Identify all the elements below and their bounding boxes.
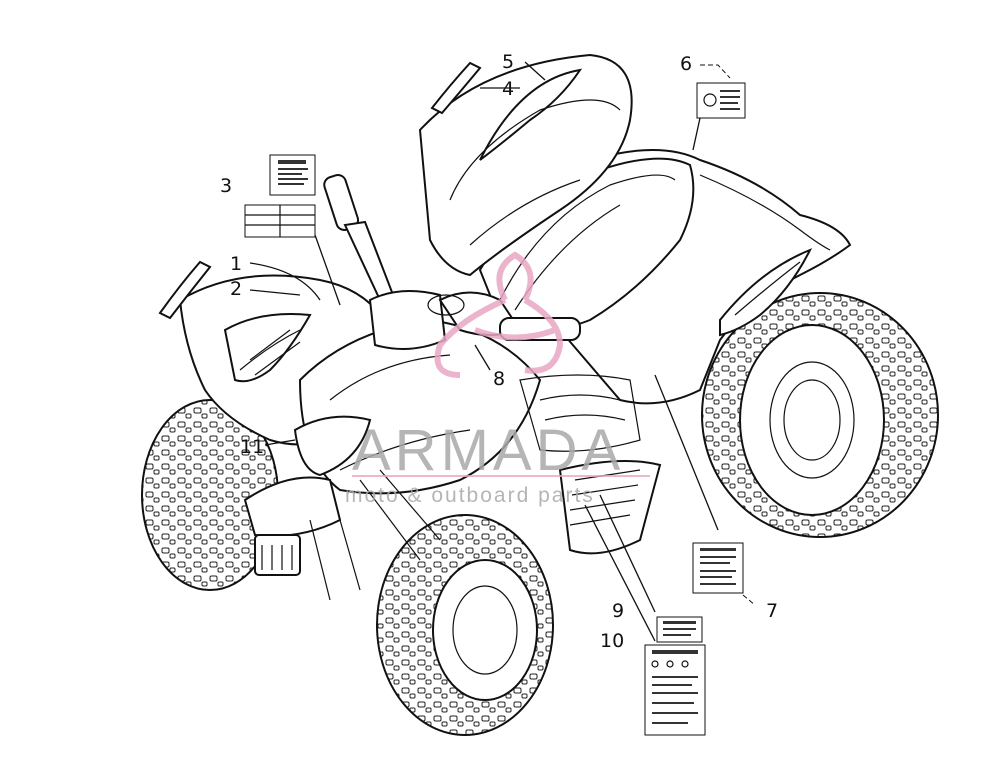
callout-8: 8 <box>493 368 505 390</box>
callout-9: 9 <box>612 600 624 622</box>
front-bumper <box>243 469 441 601</box>
leader-lines <box>249 61 756 642</box>
callout-2: 2 <box>230 278 242 300</box>
warning-label-6 <box>696 82 746 119</box>
decal-1-2-stripe <box>158 260 212 320</box>
warning-label-10 <box>644 644 706 736</box>
callout-10: 10 <box>600 630 624 652</box>
warning-label-7 <box>692 542 744 594</box>
watermark: ARMADA moto & outboard parts <box>345 251 650 507</box>
callout-1: 1 <box>230 253 242 275</box>
front-right-wheel <box>376 514 554 736</box>
callout-7: 7 <box>766 600 778 622</box>
front-nose <box>293 318 542 495</box>
watermark-brand: ARMADA <box>352 418 624 483</box>
callout-6: 6 <box>680 53 692 75</box>
warning-label-9 <box>656 616 703 643</box>
warning-label-3 <box>244 154 316 238</box>
callout-4: 4 <box>502 78 514 100</box>
rear-right-wheel <box>701 292 939 538</box>
decal-4-5-stripe <box>430 61 482 115</box>
callout-11: 11 <box>240 436 264 458</box>
watermark-tagline: moto & outboard parts <box>345 484 595 507</box>
engine-area <box>519 374 641 452</box>
watermark-logo-icon <box>434 251 564 378</box>
footrest <box>558 460 662 555</box>
callout-5: 5 <box>502 51 514 73</box>
callout-3: 3 <box>220 175 232 197</box>
callout-numbers: 1 2 3 4 5 6 7 8 9 10 11 <box>220 51 778 652</box>
front-body <box>418 53 633 277</box>
